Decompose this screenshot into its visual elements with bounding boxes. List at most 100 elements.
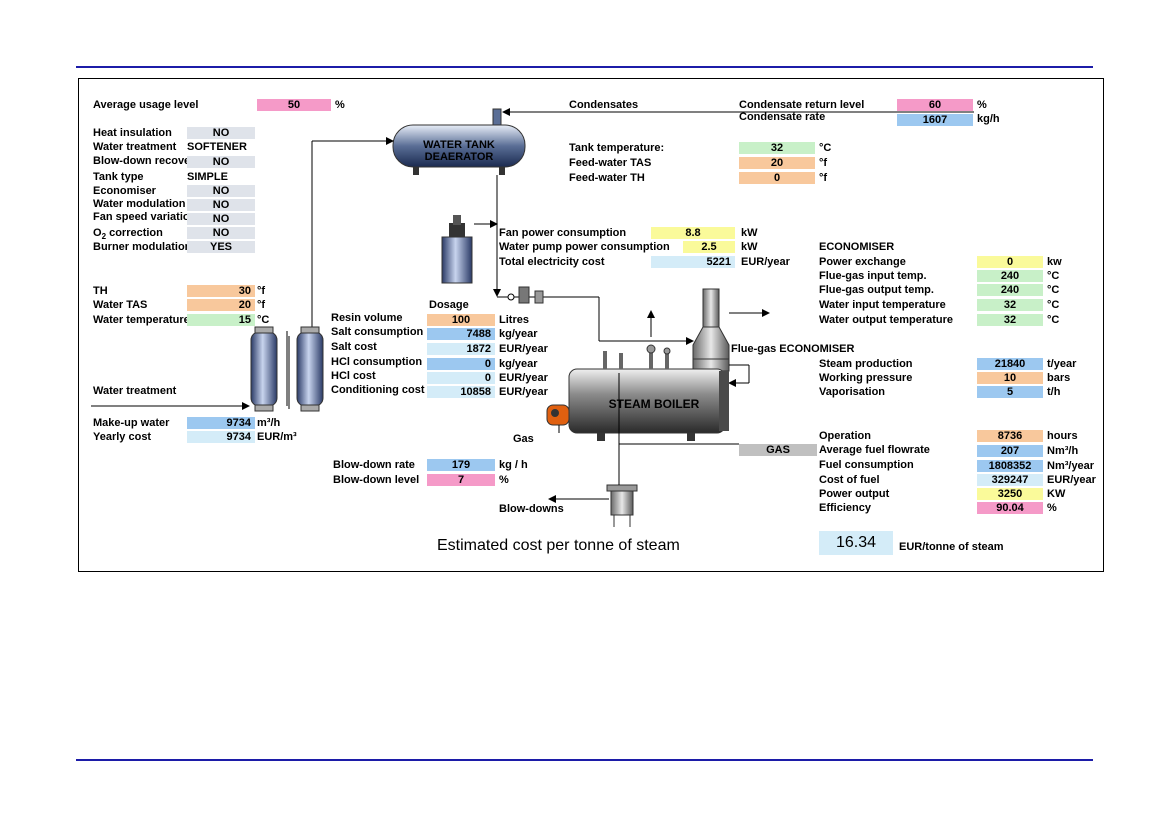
feedwater-th-value[interactable]: 0 xyxy=(739,172,815,184)
salt-consumption-unit: kg/year xyxy=(499,328,538,340)
average-usage-unit: % xyxy=(335,99,345,111)
fan-speed-value[interactable]: NO xyxy=(187,213,255,225)
fg-input-value[interactable]: 240 xyxy=(977,270,1043,282)
fuel-flowrate-value[interactable]: 207 xyxy=(977,445,1043,457)
total-electricity-value[interactable]: 5221 xyxy=(651,256,735,268)
vaporisation-value[interactable]: 5 xyxy=(977,386,1043,398)
blowdown-rate-unit: kg / h xyxy=(499,459,528,471)
tank-type-label: Tank type xyxy=(93,171,144,183)
cost-per-tonne-value[interactable]: 16.34 xyxy=(819,531,893,555)
condensate-return-value[interactable]: 60 xyxy=(897,99,973,111)
water-temp-value[interactable]: 15 xyxy=(187,314,255,326)
burner-modulation-label: Burner modulation xyxy=(93,241,192,253)
fuel-consumption-unit: Nm³/year xyxy=(1047,460,1095,472)
water-tank-title-2: DEAERATOR xyxy=(424,151,494,163)
blowdown-level-value[interactable]: 7 xyxy=(427,474,495,486)
tank-temp-unit: °C xyxy=(819,142,832,154)
conditioning-cost-value[interactable]: 10858 xyxy=(427,386,495,398)
water-tas-value[interactable]: 20 xyxy=(187,299,255,311)
hcl-consumption-value[interactable]: 0 xyxy=(427,358,495,370)
blowdown-recovery-value[interactable]: NO xyxy=(187,156,255,168)
steam-production-label: Steam production xyxy=(819,358,913,370)
hcl-cost-value[interactable]: 0 xyxy=(427,372,495,384)
feedwater-tas-value[interactable]: 20 xyxy=(739,157,815,169)
power-output-value[interactable]: 3250 xyxy=(977,488,1043,500)
diagram-frame: Average usage level 50 % Heat insulation… xyxy=(78,78,1104,572)
efficiency-label: Efficiency xyxy=(819,502,871,514)
vaporisation-unit: t/h xyxy=(1047,386,1061,398)
pump-power-value[interactable]: 2.5 xyxy=(683,241,735,253)
water-tas-unit: °f xyxy=(257,299,266,311)
hcl-consumption-label: HCl consumption xyxy=(331,356,423,368)
working-pressure-unit: bars xyxy=(1047,372,1071,384)
resin-volume-unit: Litres xyxy=(499,314,529,326)
fuel-cost-value[interactable]: 329247 xyxy=(977,474,1043,486)
fan-power-label: Fan power consumption xyxy=(499,227,627,239)
fuel-cost-label: Cost of fuel xyxy=(819,474,880,486)
hcl-cost-unit: EUR/year xyxy=(499,372,548,384)
water-output-value[interactable]: 32 xyxy=(977,314,1043,326)
condensate-rate-unit: kg/h xyxy=(977,113,1000,125)
o2-correction-value[interactable]: NO xyxy=(187,227,255,239)
burner-modulation-value[interactable]: YES xyxy=(187,241,255,253)
blowdown-rate-value[interactable]: 179 xyxy=(427,459,495,471)
fg-output-label: Flue-gas output temp. xyxy=(819,284,934,296)
average-usage-value[interactable]: 50 xyxy=(257,99,331,111)
yearly-cost-unit: EUR/m³ xyxy=(257,431,297,443)
feedwater-tas-label: Feed-water TAS xyxy=(569,157,652,169)
cost-per-tonne-unit: EUR/tonne of steam xyxy=(899,541,1004,553)
total-electricity-unit: EUR/year xyxy=(741,256,790,268)
salt-cost-value[interactable]: 1872 xyxy=(427,343,495,355)
water-tank-icon xyxy=(392,108,526,175)
working-pressure-value[interactable]: 10 xyxy=(977,372,1043,384)
water-output-label: Water output temperature xyxy=(819,314,954,326)
fuel-flowrate-unit: Nm³/h xyxy=(1047,445,1079,457)
tank-type-value[interactable]: SIMPLE xyxy=(187,171,228,183)
dosing-tank-icon xyxy=(441,215,473,284)
resin-volume-value[interactable]: 100 xyxy=(427,314,495,326)
blowdown-recovery-label: Blow-down recovery xyxy=(93,155,201,167)
flue-gas-economiser-label: Flue-gas ECONOMISER xyxy=(731,343,855,355)
operation-value[interactable]: 8736 xyxy=(977,430,1043,442)
yearly-cost-label: Yearly cost xyxy=(93,431,152,443)
blowdown-rate-label: Blow-down rate xyxy=(333,459,415,471)
fg-output-value[interactable]: 240 xyxy=(977,284,1043,296)
condensate-rate-value[interactable]: 1607 xyxy=(897,114,973,126)
feedwater-th-label: Feed-water TH xyxy=(569,172,645,184)
gas-tag: GAS xyxy=(739,444,817,456)
makeup-water-value[interactable]: 9734 xyxy=(187,417,255,429)
fuel-consumption-value[interactable]: 1808352 xyxy=(977,460,1043,472)
efficiency-value[interactable]: 90.04 xyxy=(977,502,1043,514)
condensate-return-unit: % xyxy=(977,99,987,111)
condensate-rate-label: Condensate rate xyxy=(739,111,826,123)
fan-power-value[interactable]: 8.8 xyxy=(651,227,735,239)
heat-insulation-value[interactable]: NO xyxy=(187,127,255,139)
yearly-cost-value[interactable]: 9734 xyxy=(187,431,255,443)
economiser-value[interactable]: NO xyxy=(187,185,255,197)
water-input-value[interactable]: 32 xyxy=(977,299,1043,311)
water-modulation-label: Water modulation xyxy=(93,198,186,210)
salt-consumption-label: Salt consumption xyxy=(331,326,424,338)
feedwater-tas-unit: °f xyxy=(819,157,828,169)
fg-output-unit: °C xyxy=(1047,284,1060,296)
feed-pump-icon xyxy=(497,286,549,304)
economiser-title: ECONOMISER xyxy=(819,241,895,253)
efficiency-unit: % xyxy=(1047,502,1057,514)
water-modulation-value[interactable]: NO xyxy=(187,199,255,211)
condensate-return-label: Condensate return level xyxy=(739,99,865,111)
cost-per-tonne-label: Estimated cost per tonne of steam xyxy=(437,537,680,554)
vaporisation-label: Vaporisation xyxy=(819,386,886,398)
top-rule xyxy=(76,66,1093,68)
power-exchange-label: Power exchange xyxy=(819,256,906,268)
salt-consumption-value[interactable]: 7488 xyxy=(427,328,495,340)
power-exchange-value[interactable]: 0 xyxy=(977,256,1043,268)
condensates-label: Condensates xyxy=(569,99,639,111)
tank-temp-value[interactable]: 32 xyxy=(739,142,815,154)
steam-production-value[interactable]: 21840 xyxy=(977,358,1043,370)
blowdowns-label: Blow-downs xyxy=(499,503,564,515)
water-treatment-value[interactable]: SOFTENER xyxy=(187,141,247,153)
fan-power-unit: kW xyxy=(741,227,758,239)
water-tas-label: Water TAS xyxy=(93,299,148,311)
o2-correction-label: O2 correction xyxy=(93,227,163,242)
th-value[interactable]: 30 xyxy=(187,285,255,297)
